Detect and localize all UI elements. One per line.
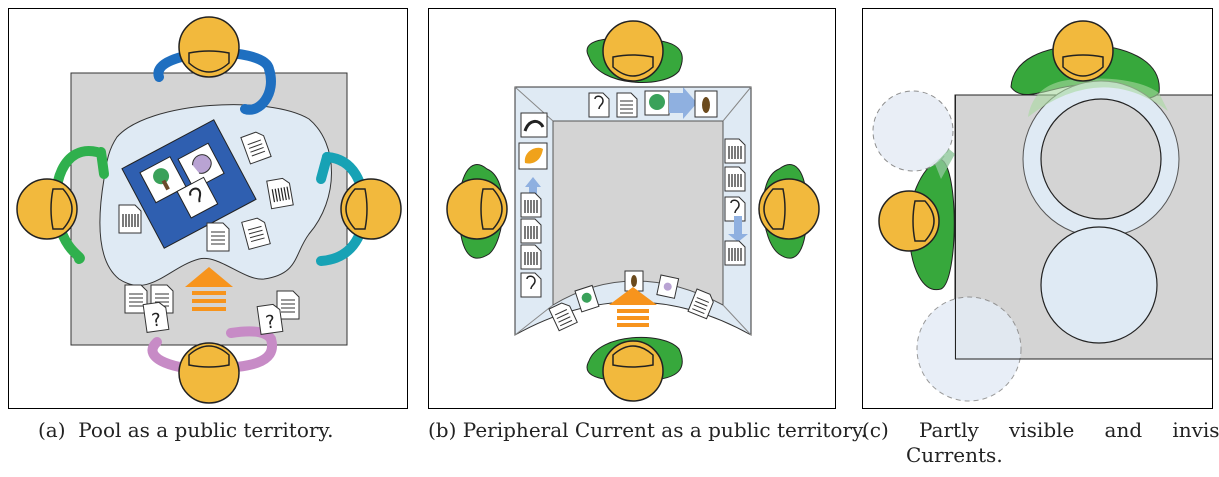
barcode-document-icon [724,138,746,164]
barcode-document-icon [520,218,542,244]
caption-text: Peripheral Current as a public territory… [462,418,867,442]
caption-label: (c) [862,418,889,442]
arm-left-green-tip [96,147,109,179]
arm-top-blue [153,47,276,115]
barcode-document-icon [118,204,142,234]
caption-a: (a) Pool as a public territory. [38,418,398,443]
person-head-icon [340,178,402,240]
vine-card [520,112,548,138]
invisible-current-left [872,90,954,172]
person-head-icon [16,178,78,240]
insect-icon [631,275,637,287]
pool-diagram-svg: ? [16,16,402,404]
person-head-icon [878,190,940,252]
caption-text: Partly visible and invisible Currents. [906,418,1219,467]
invisible-current-bottom [916,296,1022,402]
caption-b: (b) Peripheral Current as a public terri… [428,418,882,443]
orange-up-arrow-icon [609,287,657,327]
person-head-icon [602,340,664,402]
caption-label: (a) [38,418,66,442]
caption-text: Pool as a public territory. [78,418,334,442]
barcode-document-icon [520,192,542,218]
barcode-document-icon [520,244,542,270]
hook-card [724,196,746,222]
hook-card [520,272,542,298]
person-head-icon [602,20,664,82]
insect-icon [702,97,710,113]
photo-card-icon [121,119,257,249]
insect-card [694,90,718,118]
person-head-icon [178,16,240,78]
blue-arrow-icon [669,87,697,119]
panel-c-invisible-currents-diagram [862,8,1213,409]
barcode-document-icon [724,166,746,192]
orange-up-arrow-icon [185,267,233,311]
tree-card [574,284,600,313]
panel-b-peripheral-current-diagram [428,8,836,409]
arm-bottom-pink [147,326,277,375]
tree-icon [581,292,592,303]
document-icon [206,222,230,252]
person-head-icon [758,178,820,240]
caption-c: (c) Partly visible and invisible Current… [862,418,1219,468]
invisible-currents-svg [872,20,1212,402]
tree-card [644,90,670,116]
barcode-document-icon [724,240,746,266]
leaf-card [518,142,548,170]
photo-card [656,274,680,299]
leaf-icon [524,147,543,164]
person-head-icon [178,342,240,404]
current-circle-middle [1040,226,1158,344]
caption-label: (b) [428,418,457,442]
arm-right-teal-tip [316,152,332,184]
person-head-icon [446,178,508,240]
tree-icon [649,94,665,110]
person-head-icon [1052,20,1114,82]
panel-a-pool-diagram: ? [8,8,408,409]
blue-arrow-icon [728,216,748,242]
peripheral-current-svg [446,20,820,402]
document-icon [616,92,638,118]
hook-card [588,92,610,118]
